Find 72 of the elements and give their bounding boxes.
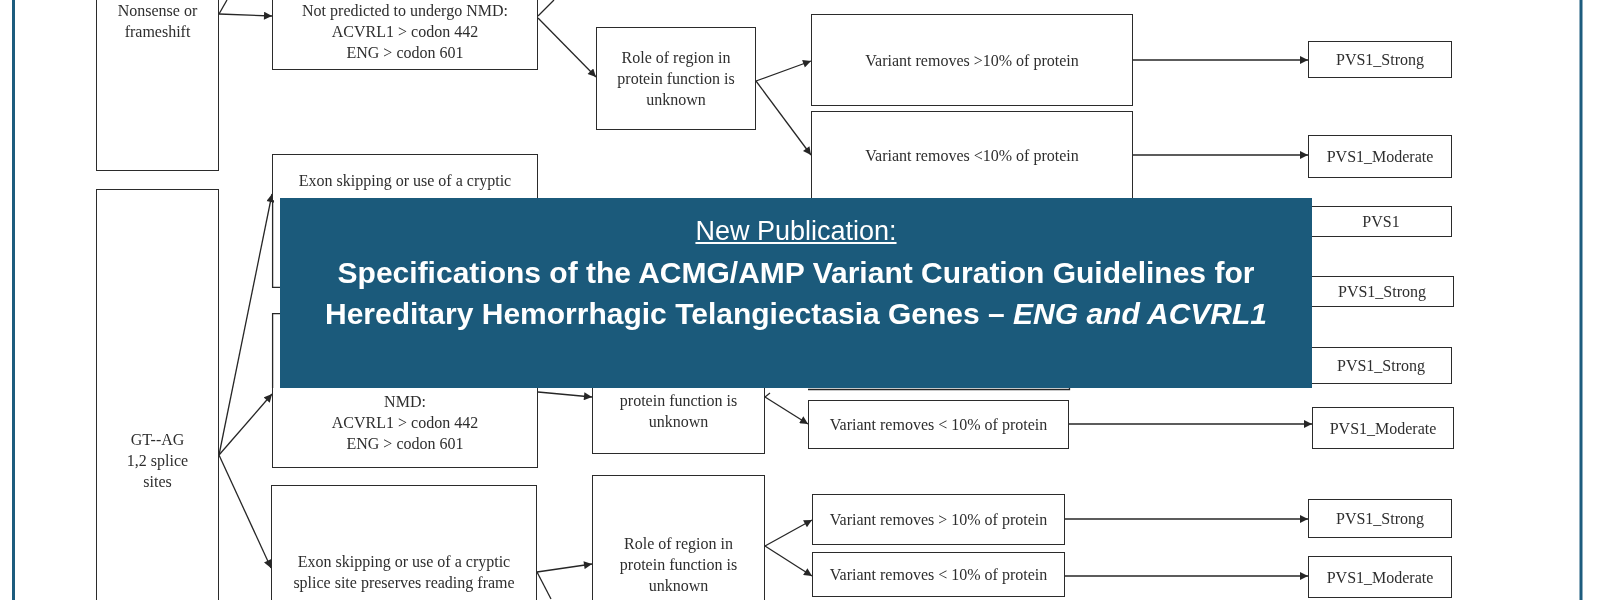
evidence-code-label: PVS1 [1362,212,1400,232]
step-text: Exon skipping or use of a cryptic splice site preserves reading frame [292,552,516,593]
evidence-code-label: PVS1_Moderate [1326,147,1434,167]
arrow [218,454,272,569]
flowchart-box [812,552,1065,597]
evidence-code-label: PVS1_Moderate [1329,418,1437,439]
flowchart-box [811,111,1133,199]
step-text: Variant removes > 10% of protein [829,510,1048,530]
flowchart-box [271,485,537,600]
result-box [1308,41,1452,78]
arrow [1064,515,1309,523]
result-box [1308,135,1452,178]
flowchart-box [596,27,756,130]
step-text: GT--AG 1,2 splice sites [125,430,190,492]
arrow [218,193,275,456]
arrow [218,11,273,20]
step-text: Exon skipping or use of a cryptic [298,171,512,191]
evidence-code-label: PVS1_Strong [1336,509,1424,529]
step-text: Role of region in protein function is unknown [618,534,739,596]
flowchart-box [811,14,1133,106]
arrow [537,17,597,78]
arrow [764,519,813,547]
flowchart-box [592,388,765,454]
arrow [1068,420,1313,428]
connector-line [537,0,555,17]
result-box [1310,347,1452,384]
arrow [218,393,273,456]
result-box [1308,556,1452,598]
arrow [755,59,812,82]
arrow [755,80,812,156]
flowchart-box [812,494,1065,545]
arrow [1132,56,1309,64]
banner-title: Specifications of the ACMG/AMP Variant Curation Guidelines for Hereditary Hemorrhagic Telangiectasia Genes – ENG and ACVRL1 [324,255,1268,332]
flowchart-box [272,154,538,200]
flowchart-box [592,475,765,600]
arrow [1064,572,1309,580]
flowchart-box [808,400,1069,449]
step-text: NMD: [384,392,426,412]
step-text: Variant removes <10% of protein [865,145,1079,166]
banner-heading: New Publication: [695,215,897,248]
arrow [764,545,813,577]
step-text: Role of region in protein function is unknown [616,48,736,110]
connector-line [218,0,228,15]
evidence-code-label: PVS1_Moderate [1326,567,1434,588]
step-text: ENG > codon 601 [346,43,464,63]
arrow [536,561,593,573]
flowchart-box [272,0,538,70]
step-text: ENG > codon 601 [346,434,464,454]
announcement-banner [280,198,1312,388]
connector-line [536,571,552,600]
arrow [1132,151,1309,159]
result-box [1308,499,1452,538]
arrow [764,396,809,425]
step-text: protein function is unknown [618,391,739,432]
connector-line [764,392,771,398]
step-text: Nonsense or frameshift [116,1,199,42]
flowchart-box [96,189,219,600]
flowchart-box [96,0,219,171]
step-text: Variant removes < 10% of protein [829,565,1048,585]
arrow [537,391,593,401]
step-text: Variant removes < 10% of protein [829,415,1048,435]
evidence-code-label: PVS1_Strong [1336,50,1424,70]
result-box [1310,276,1454,307]
step-text: Not predicted to undergo NMD: [302,1,508,21]
evidence-code-label: PVS1_Strong [1338,282,1426,302]
step-text: ACVRL1 > codon 442 [331,413,479,433]
flowchart-box [272,388,538,468]
step-text: Variant removes >10% of protein [865,50,1079,71]
result-box [1310,206,1452,237]
evidence-code-label: PVS1_Strong [1337,356,1425,376]
result-box [1312,407,1454,449]
step-text: ACVRL1 > codon 442 [331,22,479,42]
